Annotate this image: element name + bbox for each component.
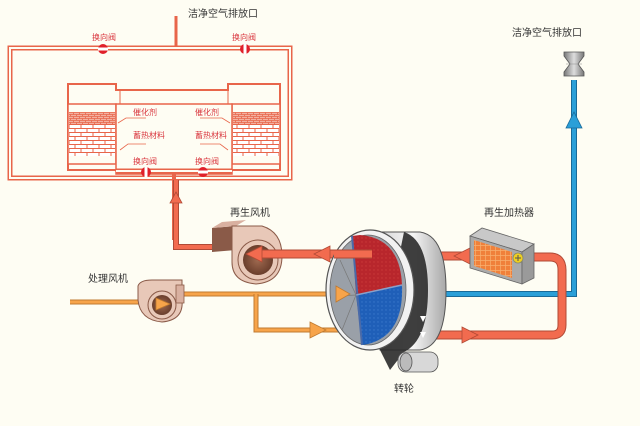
catalyst-label-right: 催化剂 [195, 107, 219, 117]
regen-heater-label: 再生加热器 [484, 206, 534, 219]
process-air-pipe [70, 291, 360, 339]
catalyst-label-left: 催化剂 [133, 107, 157, 117]
top-outlet-label: 洁净空气排放口 [188, 7, 258, 20]
process-fan-label: 处理风机 [88, 272, 128, 285]
valve-label-bottom-left: 换向阀 [133, 156, 157, 166]
outlet-valve-right [563, 51, 585, 77]
hot-air-loop-pipe [432, 252, 567, 344]
left-arrow-icon [313, 245, 331, 263]
down-arrow-icon [420, 316, 426, 322]
valve-label-bottom-right: 换向阀 [195, 156, 219, 166]
up-arrow-icon [565, 111, 583, 129]
right-outlet-label: 洁净空气排放口 [512, 26, 582, 39]
right-arrow-icon [461, 326, 479, 344]
valve-label-top-left: 换向阀 [92, 32, 116, 42]
right-arrow-icon [335, 285, 351, 303]
heat-storage-bed-left [69, 124, 115, 156]
valve-label-top-right: 换向阀 [232, 32, 256, 42]
right-arrow-icon [155, 297, 172, 311]
regen-exhaust-pipe [169, 180, 214, 250]
heat-storage-label-left: 蓄热材料 [133, 130, 165, 140]
heat-storage-label-right: 蓄热材料 [195, 130, 227, 140]
left-arrow-icon [245, 245, 263, 263]
rto-chamber [7, 16, 293, 240]
rotor-label: 转轮 [394, 382, 414, 395]
rotor-wheel [325, 229, 447, 373]
rotor-to-regen-fan-pipe [245, 245, 340, 263]
catalyst-bed-right [233, 112, 279, 124]
reversing-valve-top-left [98, 44, 108, 54]
process-fan [137, 279, 185, 323]
up-arrow-icon [169, 191, 183, 204]
heat-storage-bed-right [233, 124, 279, 156]
right-arrow-icon [309, 321, 327, 339]
reversing-valve-bottom-right [198, 167, 208, 177]
clean-air-pipe [440, 80, 583, 297]
reversing-valve-top-right [240, 44, 250, 54]
regen-fan-label: 再生风机 [230, 206, 270, 219]
left-arrow-icon [453, 247, 471, 265]
down-arrow-icon [420, 332, 426, 338]
rotor-inflow-arrows [334, 249, 372, 303]
reversing-valve-bottom-left [141, 167, 151, 177]
regen-heater [469, 227, 535, 285]
catalyst-bed-left [69, 112, 115, 124]
